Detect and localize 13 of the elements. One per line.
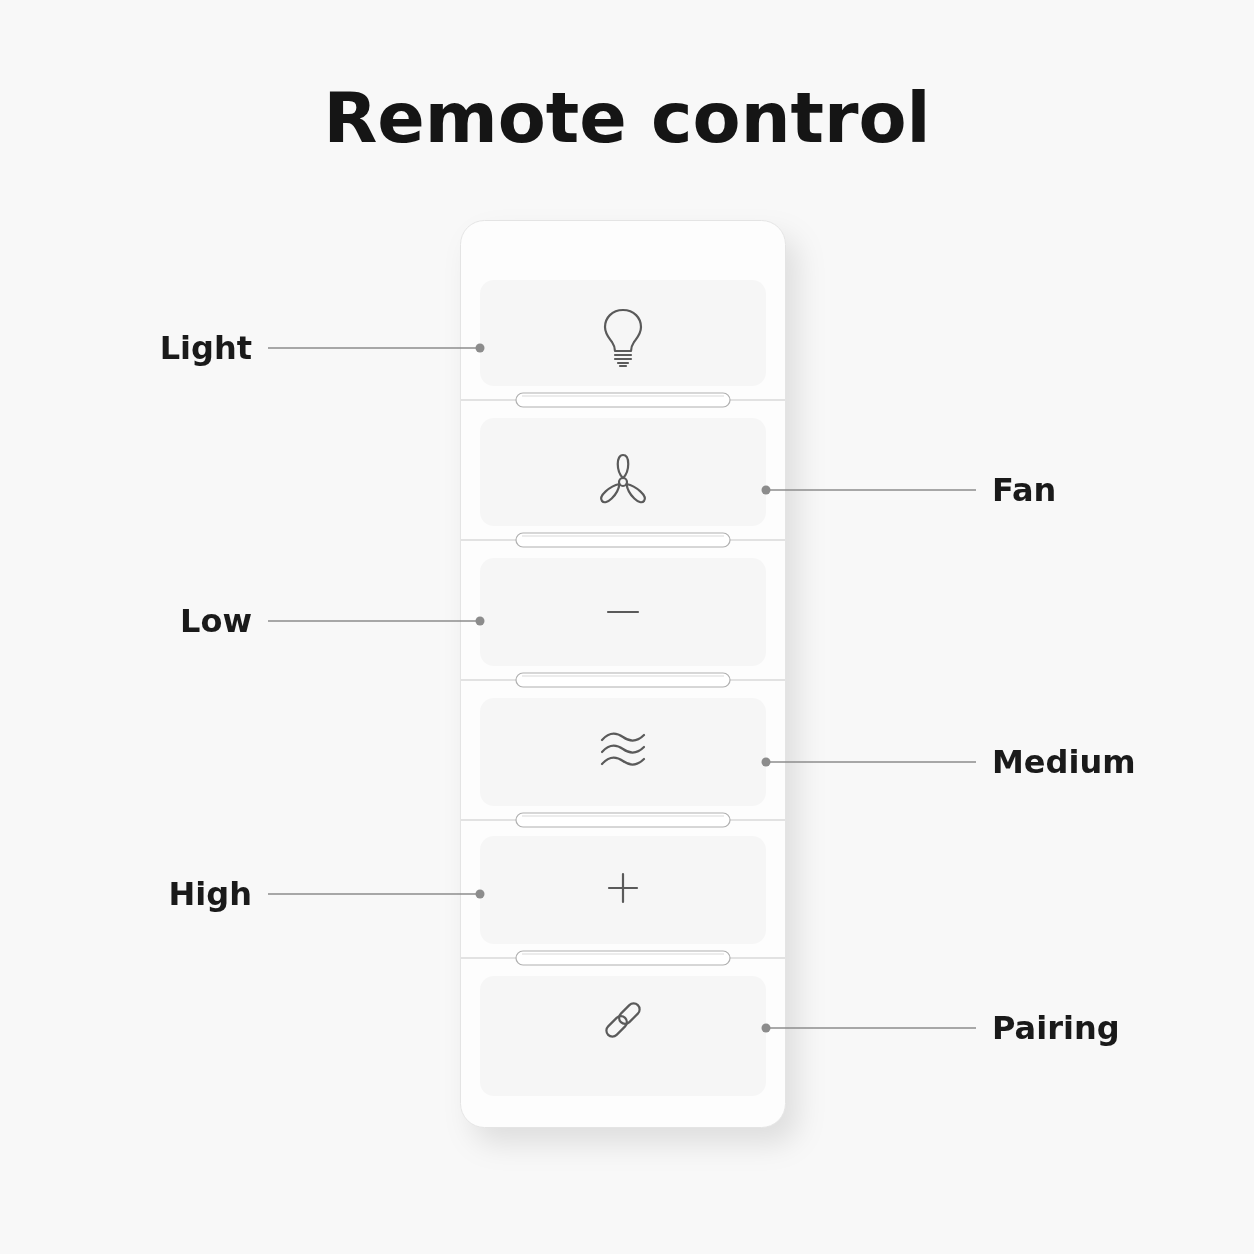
leader-line bbox=[761, 757, 977, 767]
leader-line bbox=[267, 889, 485, 899]
leader-line bbox=[267, 616, 485, 626]
leader-line bbox=[761, 485, 977, 495]
callout-label: Light bbox=[159, 329, 252, 367]
callout-label: Fan bbox=[992, 471, 1057, 509]
callout-label: High bbox=[168, 875, 252, 913]
callout-label: Low bbox=[180, 602, 252, 640]
leader-line bbox=[761, 1023, 977, 1033]
leader-line bbox=[267, 343, 485, 353]
callout-label: Medium bbox=[992, 743, 1136, 781]
callout-label: Pairing bbox=[992, 1009, 1120, 1047]
title: Remote control bbox=[323, 78, 931, 159]
